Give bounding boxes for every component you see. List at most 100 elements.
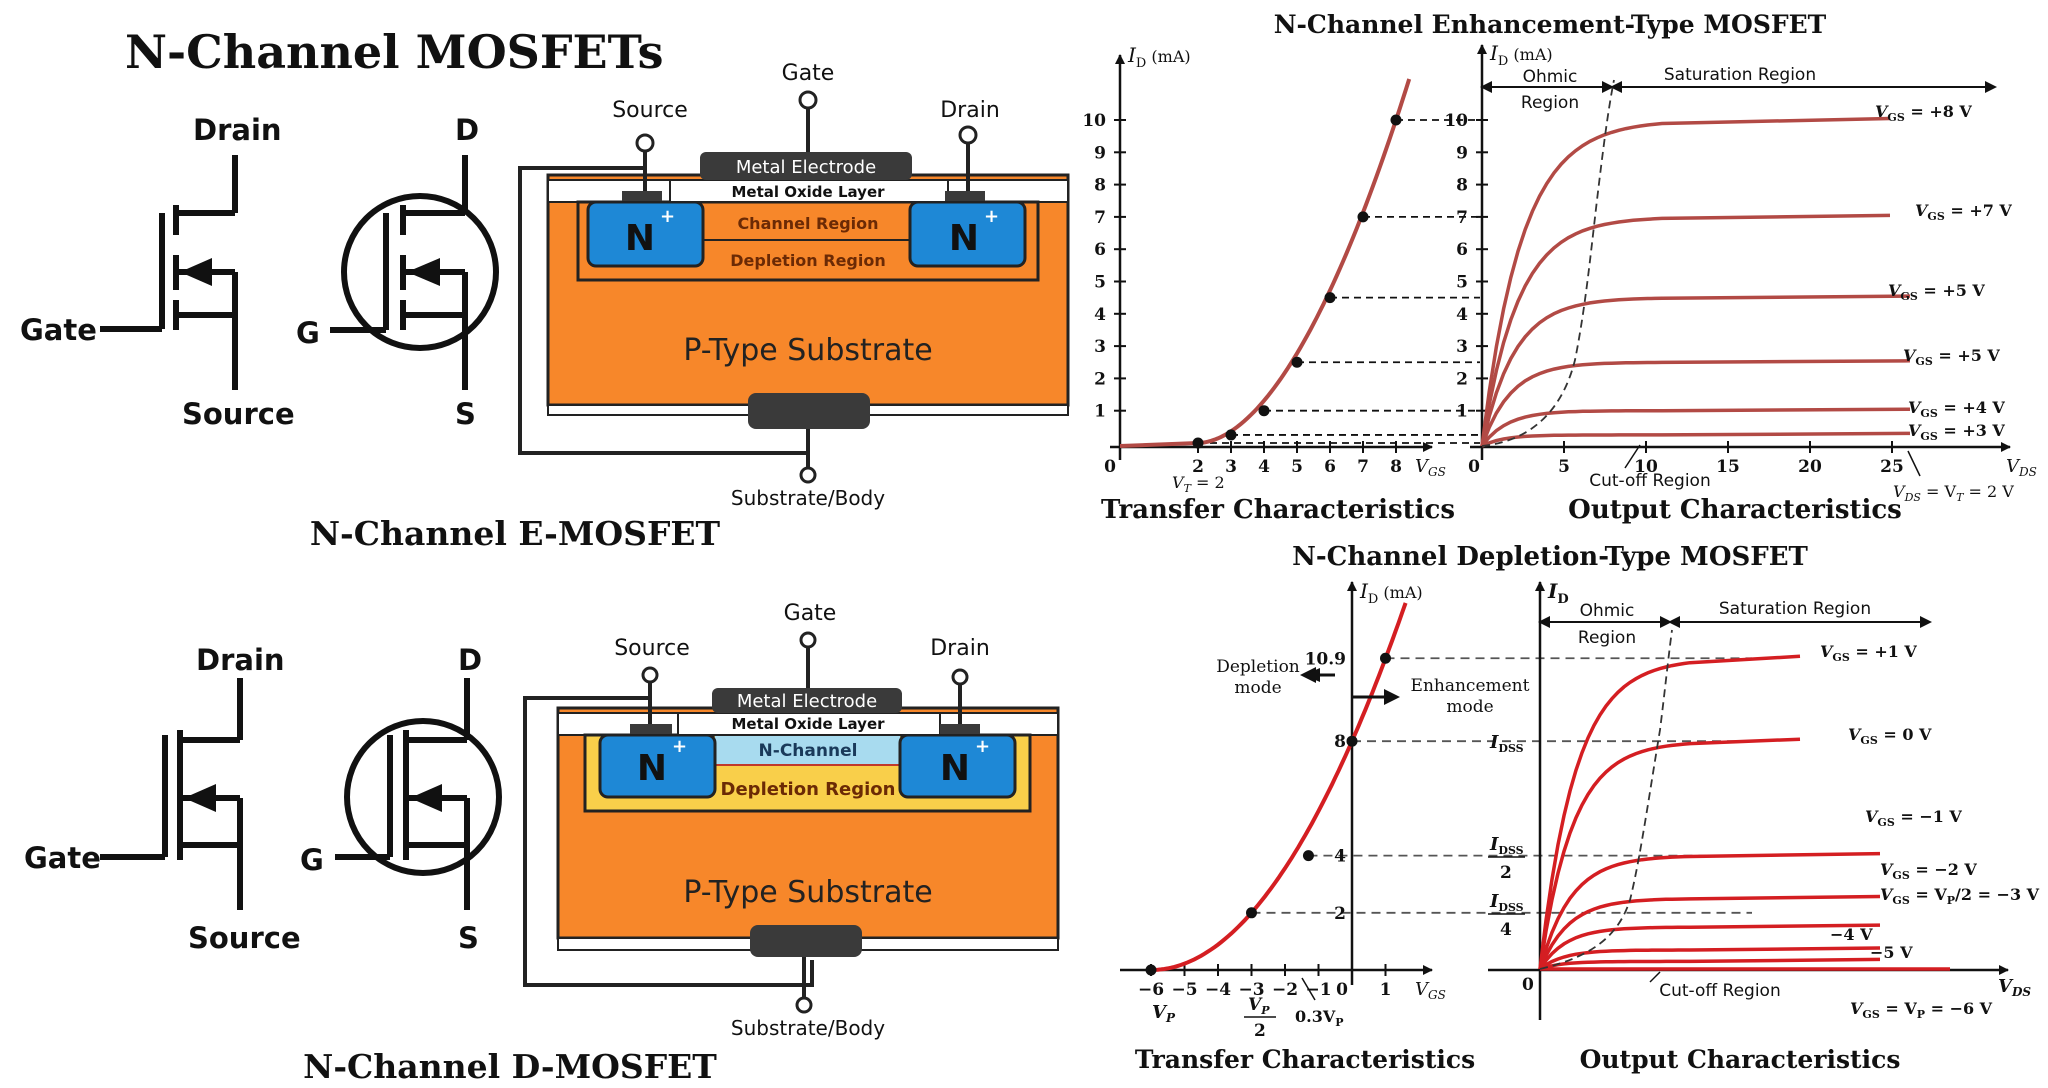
e-mosfet-structure bbox=[518, 90, 1070, 484]
n-region-left: N bbox=[625, 218, 655, 259]
output-curve bbox=[1538, 894, 1881, 970]
dep-o-xlabel: VDS bbox=[1998, 976, 2031, 999]
y-value: 8 bbox=[1334, 732, 1346, 752]
tick-label: 15 bbox=[1716, 457, 1740, 477]
output-curve bbox=[1539, 957, 1881, 971]
idss-label: IDSS bbox=[1489, 732, 1524, 755]
gate-label: Gate bbox=[782, 61, 835, 86]
enh-o-xlabel: VDS bbox=[2006, 456, 2037, 479]
enh-transfer-axes bbox=[1110, 54, 1433, 460]
enhancement-mode-label: Enhancement bbox=[1411, 676, 1530, 696]
tick-label: 25 bbox=[1880, 457, 1904, 477]
p-substrate-label: P-Type Substrate bbox=[683, 333, 932, 368]
d-label: D bbox=[455, 113, 479, 147]
cutoff-pointer bbox=[1624, 444, 1641, 469]
curve-label: VGS = +7 V bbox=[1915, 201, 2012, 223]
tick-label: 7 bbox=[1357, 457, 1369, 477]
dep-transfer-points bbox=[1145, 652, 1391, 976]
d-mosfet-symbol-plain bbox=[100, 678, 243, 910]
tick-label: 2 bbox=[1094, 369, 1106, 389]
channel-region-label: Channel Region bbox=[737, 214, 878, 233]
enh-o-ylabel: ID (mA) bbox=[1489, 41, 1553, 69]
curve-label: VGS = +5 V bbox=[1903, 346, 2000, 368]
tick-label: 7 bbox=[1094, 208, 1106, 228]
gate-label: Gate bbox=[784, 601, 837, 626]
arrow-icon bbox=[410, 784, 442, 812]
curve-label: VGS = +5 V bbox=[1888, 281, 1985, 303]
tick-label: 0 bbox=[1468, 457, 1480, 477]
y-value: 4 bbox=[1334, 847, 1346, 867]
tick-label: 3 bbox=[1456, 337, 1468, 357]
dep-transfer-axes bbox=[1120, 581, 1433, 985]
gate-label: Gate bbox=[20, 313, 97, 347]
tick-label: 10 bbox=[1444, 111, 1468, 131]
d-mosfet-structure bbox=[523, 631, 1060, 1014]
d-label: D bbox=[458, 643, 482, 677]
plus-sign: + bbox=[672, 736, 687, 757]
depletion-mode-label: mode bbox=[1234, 678, 1281, 698]
tick-label: −5 bbox=[1171, 980, 1197, 1000]
enh-output-curves bbox=[1480, 116, 1911, 448]
data-point bbox=[1225, 429, 1237, 441]
tick-label: 5 bbox=[1456, 273, 1468, 293]
g-label: G bbox=[300, 843, 324, 877]
idss-half-num: IDSS bbox=[1489, 834, 1524, 857]
y-value: 10.9 bbox=[1305, 649, 1346, 669]
tick-label: 1 bbox=[1094, 402, 1106, 422]
drain-label: Drain bbox=[930, 636, 990, 661]
region-label: Region bbox=[1578, 628, 1636, 648]
curve-label: VGS = +3 V bbox=[1908, 421, 2005, 443]
substrate-body-label: Substrate/Body bbox=[731, 1016, 885, 1040]
vt-label: VT = 2 bbox=[1172, 473, 1225, 495]
enh-t-ylabel: ID (mA) bbox=[1127, 43, 1191, 71]
idss-quarter-num: IDSS bbox=[1489, 891, 1524, 914]
tick-label: 6 bbox=[1094, 240, 1106, 260]
dep-o-ylabel: ID bbox=[1547, 579, 1569, 607]
enhancement-mode-label: mode bbox=[1446, 697, 1493, 717]
v03-label: 0.3VP bbox=[1295, 1007, 1344, 1029]
curve-label: VGS = 0 V bbox=[1848, 725, 1932, 747]
tick-label: 4 bbox=[1094, 305, 1106, 325]
output-curve bbox=[1480, 213, 1891, 447]
tick-label: 2 bbox=[1192, 457, 1204, 477]
tick-label: 10 bbox=[1082, 111, 1106, 131]
data-point bbox=[1346, 735, 1358, 747]
n-region-right: N bbox=[949, 218, 979, 259]
arrow-icon bbox=[184, 784, 216, 812]
tick-label: −3 bbox=[1238, 980, 1264, 1000]
dep-transfer-caption: Transfer Characteristics bbox=[1135, 1045, 1475, 1074]
data-point bbox=[1380, 652, 1391, 664]
vds-pointer bbox=[1907, 450, 1921, 477]
tick-label: 3 bbox=[1094, 337, 1106, 357]
output-curve bbox=[1480, 116, 1891, 447]
source-label: Source bbox=[182, 397, 295, 431]
enh-transfer-dashes bbox=[1198, 119, 1480, 444]
s-label: S bbox=[458, 921, 479, 955]
tick-label: 2 bbox=[1456, 369, 1468, 389]
data-point bbox=[1324, 292, 1336, 304]
data-point bbox=[1192, 437, 1204, 449]
tick-label: 6 bbox=[1324, 457, 1336, 477]
curve-label: VGS = +4 V bbox=[1908, 398, 2005, 420]
tick-label: 3 bbox=[1225, 457, 1237, 477]
source-label: Source bbox=[188, 921, 301, 955]
arrow-icon bbox=[180, 258, 212, 286]
curve-label: VGS = −1 V bbox=[1865, 807, 1962, 829]
d-mosfet-symbol-circle bbox=[335, 678, 502, 910]
enh-transfer-caption: Transfer Characteristics bbox=[1101, 495, 1455, 525]
dep-o-zero: 0 bbox=[1522, 975, 1534, 995]
output-curve bbox=[1538, 851, 1881, 970]
dep-transfer-dashes bbox=[1251, 657, 1752, 914]
n-region-right: N bbox=[940, 748, 970, 789]
plus-sign: + bbox=[975, 736, 990, 757]
tick-label: 5 bbox=[1094, 273, 1106, 293]
data-point bbox=[1145, 964, 1157, 976]
tick-label: 1 bbox=[1380, 980, 1392, 1000]
drain-label: Drain bbox=[193, 113, 282, 147]
tick-label: 5 bbox=[1558, 457, 1570, 477]
output-curve bbox=[1480, 294, 1911, 447]
gate-label: Gate bbox=[24, 841, 101, 875]
